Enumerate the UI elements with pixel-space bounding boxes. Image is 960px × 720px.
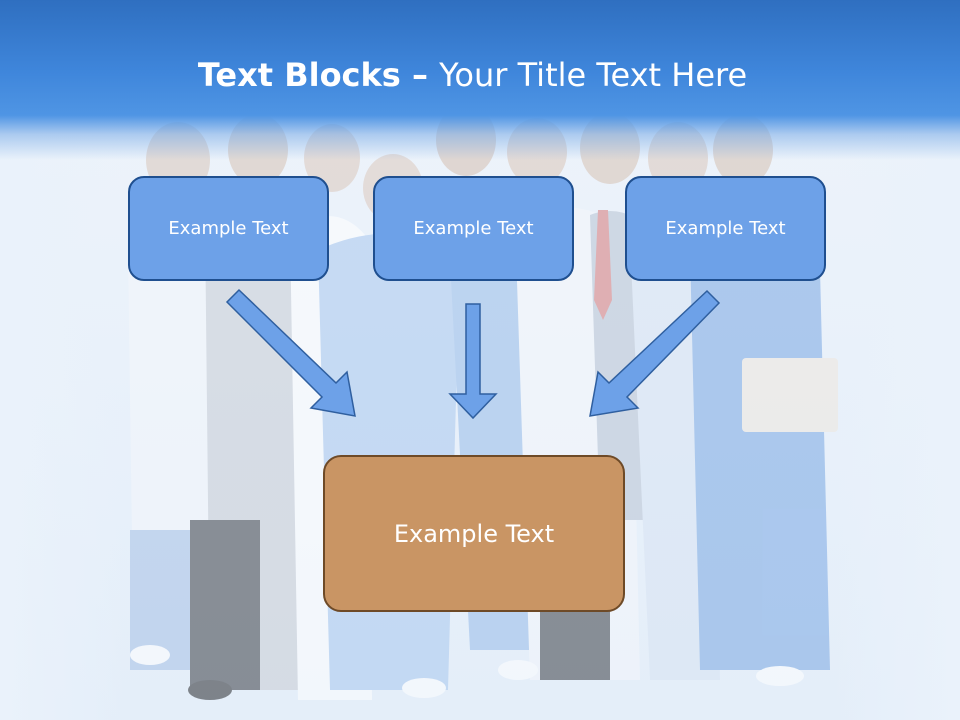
text-block-center: Example Text [373,176,574,281]
target-text-block: Example Text [323,455,625,612]
target-text-block-label: Example Text [393,519,555,548]
text-block-center-label: Example Text [413,218,534,239]
text-block-left: Example Text [128,176,329,281]
text-block-right-label: Example Text [665,218,786,239]
title-separator: – [400,56,440,94]
slide-title: Text Blocks – Your Title Text Here [0,52,945,98]
text-block-right: Example Text [625,176,826,281]
text-block-left-label: Example Text [168,218,289,239]
title-rest-part: Your Title Text Here [439,56,748,94]
title-bar [0,0,960,160]
title-strong-part: Text Blocks [197,56,401,94]
